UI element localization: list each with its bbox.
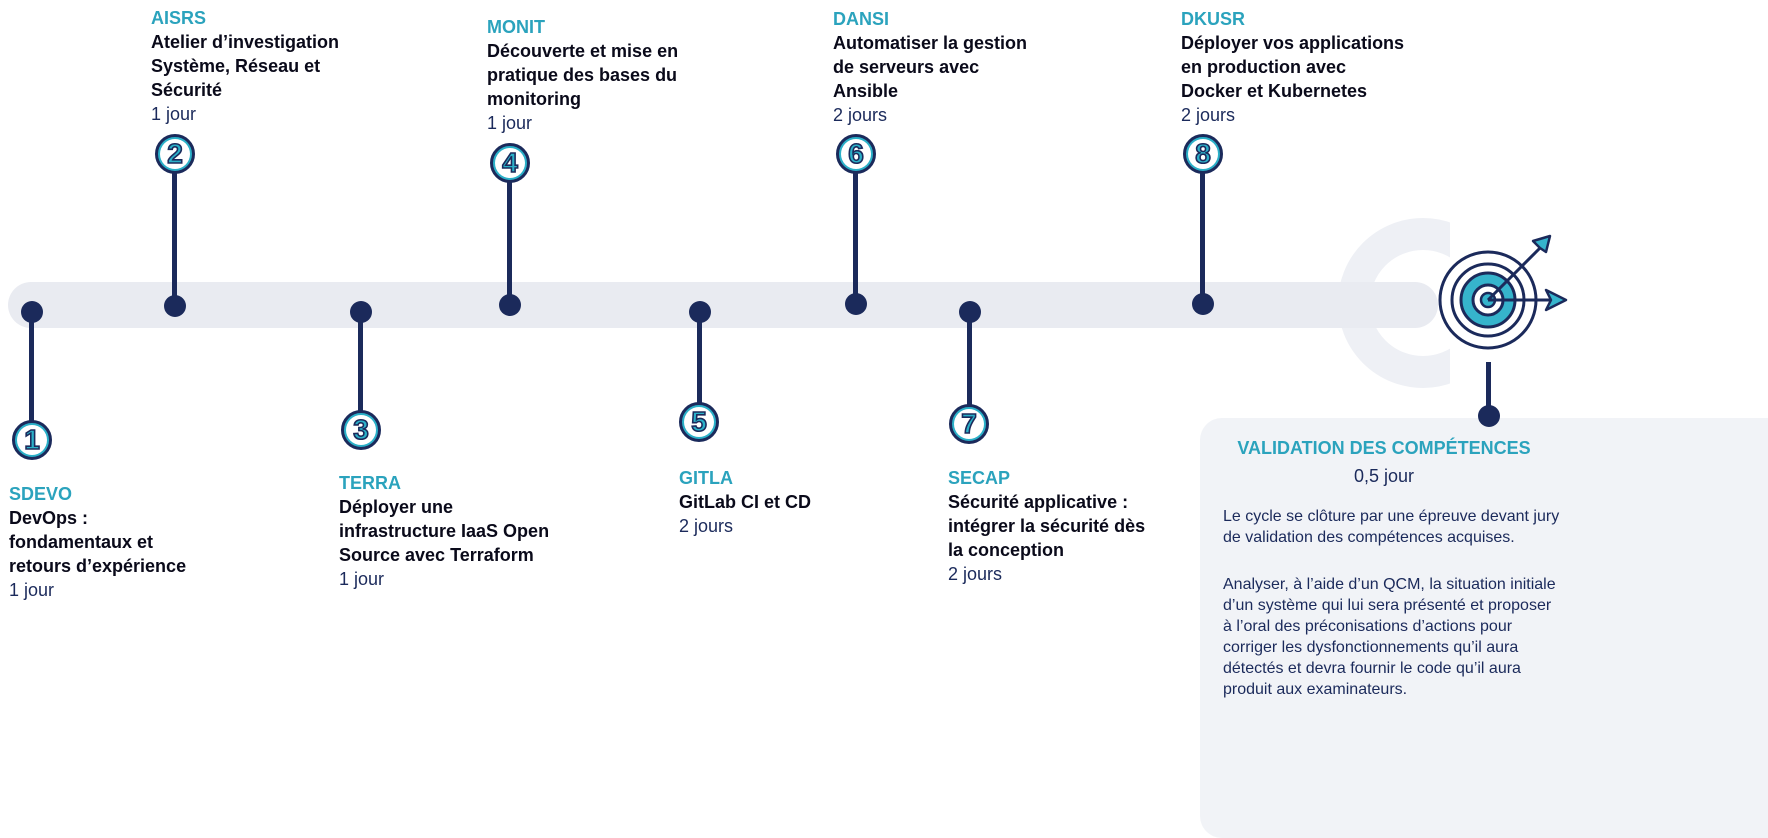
step-6-duration: 2 jours: [833, 105, 888, 125]
step-7-title: Sécurité applicative : intégrer la sécur…: [948, 492, 1146, 560]
step-8-dot: [1192, 293, 1214, 315]
step-5-dot: [689, 301, 711, 323]
step-4-title: Découverte et mise en pratique des bases…: [487, 41, 679, 109]
step-7-duration: 2 jours: [948, 564, 1003, 584]
validation-panel: [1200, 418, 1768, 838]
step-1-dot: [21, 301, 43, 323]
step-7-connector: [967, 312, 972, 406]
step-8-code: DKUSR: [1181, 9, 1246, 29]
step-5-card: GITLA GitLab CI et CD 2 jours: [679, 466, 811, 538]
step-3-number-badge: 3: [341, 410, 381, 450]
step-3-code: TERRA: [339, 473, 401, 493]
step-7-card: SECAP Sécurité applicative : intégrer la…: [948, 466, 1145, 586]
step-2-dot: [164, 295, 186, 317]
step-1-connector: [29, 312, 34, 424]
step-1-title: DevOps : fondamentaux et retours d’expér…: [9, 508, 187, 576]
step-6-title: Automatiser la gestion de serveurs avec …: [833, 33, 1028, 101]
step-3-title: Déployer une infrastructure IaaS Open So…: [339, 497, 550, 565]
step-3-dot: [350, 301, 372, 323]
step-4-number-badge: 4: [490, 143, 530, 183]
step-2-number-badge: 2: [155, 134, 195, 174]
step-3-card: TERRA Déployer une infrastructure IaaS O…: [339, 471, 549, 591]
step-5-title: GitLab CI et CD: [679, 492, 812, 512]
step-3-duration: 1 jour: [339, 569, 385, 589]
validation-connector: [1486, 362, 1491, 414]
step-3-connector: [358, 312, 363, 412]
validation-paragraph-2: Analyser, à l’aide d’un QCM, la situatio…: [1223, 576, 1556, 698]
validation-dot: [1478, 405, 1500, 427]
step-6-dot: [845, 293, 867, 315]
step-2-code: AISRS: [151, 8, 207, 28]
step-6-connector: [853, 172, 858, 304]
step-7-code: SECAP: [948, 468, 1011, 488]
step-4-connector: [507, 181, 512, 303]
step-4-card: MONIT Découverte et mise en pratique des…: [487, 15, 678, 135]
step-1-code: SDEVO: [9, 484, 73, 504]
step-8-title: Déployer vos applications en production …: [1181, 33, 1405, 101]
step-4-duration: 1 jour: [487, 113, 533, 133]
validation-paragraph-1: Le cycle se clôture par une épreuve deva…: [1223, 508, 1560, 546]
step-2-title: Atelier d’investigation Système, Réseau …: [151, 32, 340, 100]
step-6-number-badge: 6: [836, 134, 876, 174]
step-7-dot: [959, 301, 981, 323]
step-7-number-badge: 7: [949, 404, 989, 444]
step-4-code: MONIT: [487, 17, 545, 37]
step-8-card: DKUSR Déployer vos applications en produ…: [1181, 7, 1404, 127]
step-5-code: GITLA: [679, 468, 733, 488]
step-5-number-badge: 5: [679, 402, 719, 442]
step-2-duration: 1 jour: [151, 104, 197, 124]
validation-title: VALIDATION DES COMPÉTENCES: [1237, 438, 1531, 458]
step-4-dot: [499, 294, 521, 316]
validation-duration: 0,5 jour: [1353, 466, 1415, 486]
step-5-connector: [697, 312, 702, 404]
target-with-arrows-icon: [1438, 234, 1568, 350]
step-8-connector: [1200, 172, 1205, 304]
step-8-number-badge: 8: [1183, 134, 1223, 174]
step-1-duration: 1 jour: [9, 580, 55, 600]
step-6-card: DANSI Automatiser la gestion de serveurs…: [833, 7, 1027, 127]
step-5-duration: 2 jours: [679, 516, 734, 536]
timeline-track: [8, 282, 1438, 328]
step-1-card: SDEVO DevOps : fondamentaux et retours d…: [9, 482, 186, 602]
step-1-number-badge: 1: [12, 420, 52, 460]
step-2-connector: [172, 172, 177, 304]
step-6-code: DANSI: [833, 9, 890, 29]
step-2-card: AISRS Atelier d’investigation Système, R…: [151, 6, 339, 126]
step-8-duration: 2 jours: [1181, 105, 1236, 125]
